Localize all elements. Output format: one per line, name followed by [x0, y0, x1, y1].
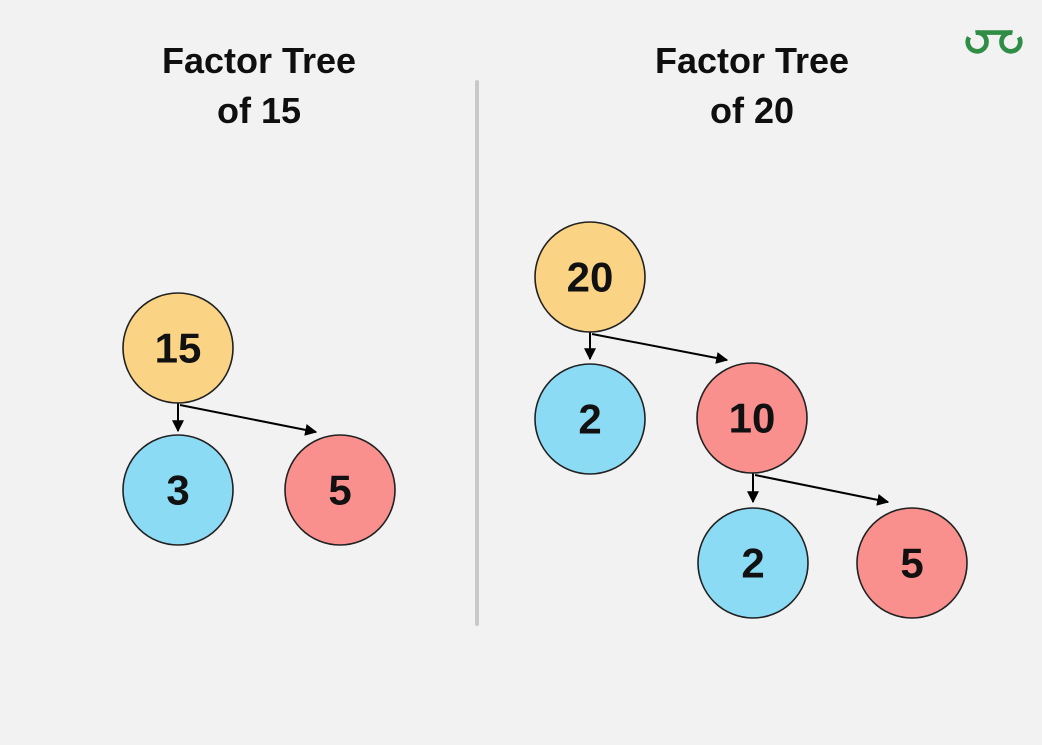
tree-node-circle — [284, 434, 396, 546]
tree-node-circle — [696, 362, 808, 474]
tree-node-label: 2 — [578, 396, 601, 443]
tree-edges-layer — [172, 332, 890, 506]
tree-node-circle — [534, 363, 646, 475]
geeksforgeeks-logo-strokes — [965, 30, 1023, 54]
tree-edge-arrow — [754, 474, 890, 506]
tree-node-label: 2 — [741, 540, 764, 587]
tree-edge-arrow — [591, 333, 729, 364]
vertical-divider — [475, 80, 479, 626]
tree-node-label: 5 — [900, 540, 923, 587]
tree-node-circle — [122, 292, 234, 404]
tree-node-circle — [122, 434, 234, 546]
tree-title-15: Factor Tree of 15 — [59, 36, 459, 136]
tree-title-20: Factor Tree of 20 — [552, 36, 952, 136]
tree-node-label: 20 — [567, 254, 614, 301]
tree-node-circle — [856, 507, 968, 619]
geeksforgeeks-logo-icon — [965, 30, 1023, 54]
tree-edge-arrow — [179, 404, 318, 436]
tree-node-label: 10 — [729, 395, 776, 442]
tree-title-15-line1: Factor Tree — [161, 40, 357, 81]
tree-nodes-layer: 15 3 5 20 2 10 2 5 — [122, 221, 968, 619]
tree-node-label: 5 — [328, 467, 351, 514]
tree-node-circle — [697, 507, 809, 619]
tree-title-15-line2: of 15 — [216, 90, 302, 131]
tree-node-label: 3 — [166, 467, 189, 514]
tree-title-20-line1: Factor Tree — [654, 40, 850, 81]
tree-title-20-line2: of 20 — [709, 90, 795, 131]
tree-node-circle — [534, 221, 646, 333]
tree-node-label: 15 — [155, 325, 202, 372]
